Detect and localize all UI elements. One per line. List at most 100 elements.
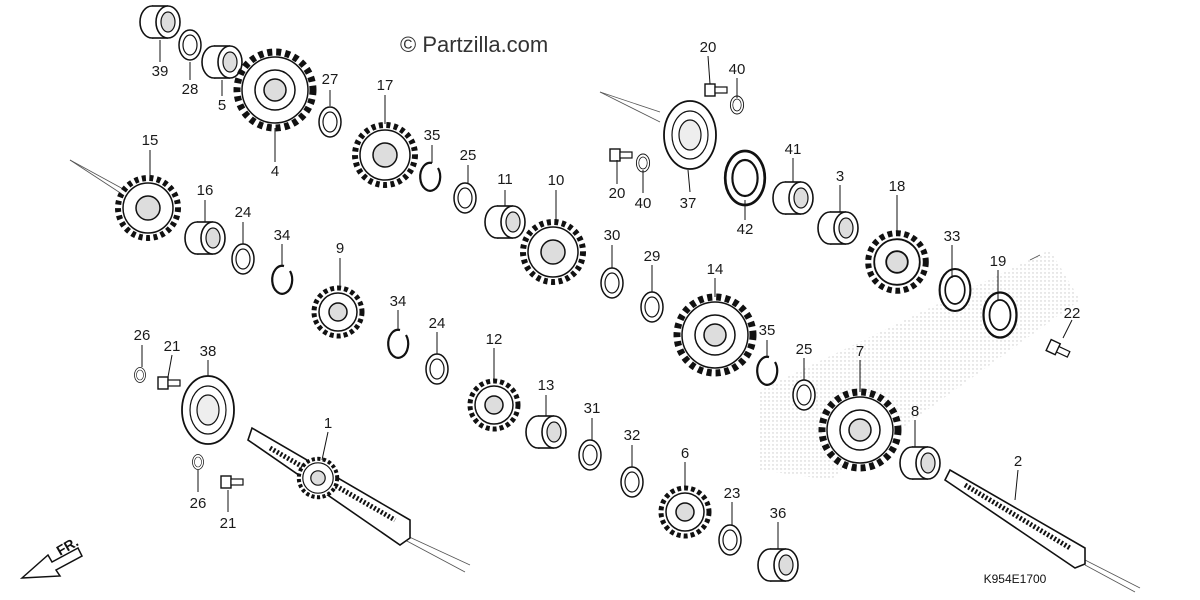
callout-10[interactable]: 10 bbox=[548, 172, 565, 189]
part-2-countershaft bbox=[943, 468, 1086, 569]
callout-42[interactable]: 42 bbox=[737, 221, 754, 238]
callout-20a[interactable]: 20 bbox=[700, 39, 717, 56]
callout-7[interactable]: 7 bbox=[856, 343, 864, 360]
part-42-seal bbox=[723, 149, 767, 207]
part-37-bearing bbox=[663, 100, 717, 170]
callout-2[interactable]: 2 bbox=[1014, 453, 1022, 470]
callout-11[interactable]: 11 bbox=[497, 171, 513, 188]
part-41-bush bbox=[772, 181, 814, 215]
callout-18[interactable]: 18 bbox=[889, 178, 906, 195]
callout-34b[interactable]: 34 bbox=[390, 293, 407, 310]
callout-27[interactable]: 27 bbox=[322, 71, 339, 88]
part-15-gear bbox=[118, 178, 178, 238]
part-19-washer bbox=[982, 291, 1018, 339]
callout-14[interactable]: 14 bbox=[707, 261, 724, 278]
part-13-bush bbox=[525, 415, 567, 449]
part-28-washer bbox=[178, 29, 202, 61]
callout-25a[interactable]: 25 bbox=[460, 147, 477, 164]
callout-40a[interactable]: 40 bbox=[729, 61, 746, 78]
part-35b-clip bbox=[756, 355, 779, 386]
part-22-bolt bbox=[1045, 338, 1072, 361]
callout-20b[interactable]: 20 bbox=[609, 185, 626, 202]
callout-41[interactable]: 41 bbox=[785, 141, 802, 158]
callout-21a[interactable]: 21 bbox=[164, 338, 181, 355]
callout-32[interactable]: 32 bbox=[624, 427, 641, 444]
callout-38[interactable]: 38 bbox=[200, 343, 217, 360]
part-31-washer bbox=[578, 439, 602, 471]
part-26a-plate bbox=[134, 367, 146, 383]
callout-8[interactable]: 8 bbox=[911, 403, 919, 420]
callout-19[interactable]: 19 bbox=[990, 253, 1007, 270]
callout-6[interactable]: 6 bbox=[681, 445, 689, 462]
part-21b-bolt bbox=[220, 475, 244, 489]
part-4-gear bbox=[237, 52, 313, 128]
part-12-gear bbox=[470, 381, 518, 429]
callout-39[interactable]: 39 bbox=[152, 63, 169, 80]
part-17-gear bbox=[355, 125, 415, 185]
part-25-washer bbox=[453, 182, 477, 214]
part-14-gear bbox=[677, 297, 753, 373]
part-25b-washer bbox=[792, 379, 816, 411]
front-direction-arrow bbox=[19, 546, 83, 579]
part-34b-clip bbox=[387, 328, 410, 359]
callout-21b[interactable]: 21 bbox=[220, 515, 237, 532]
callout-9[interactable]: 9 bbox=[336, 240, 344, 257]
part-21a-bolt bbox=[157, 376, 181, 390]
part-39-bearing bbox=[139, 5, 181, 39]
callout-36[interactable]: 36 bbox=[770, 505, 787, 522]
callout-13[interactable]: 13 bbox=[538, 377, 555, 394]
callout-24a[interactable]: 24 bbox=[235, 204, 252, 221]
callout-29[interactable]: 29 bbox=[644, 248, 661, 265]
part-11-bush bbox=[484, 205, 526, 239]
parts bbox=[19, 5, 1086, 582]
callout-16[interactable]: 16 bbox=[197, 182, 214, 199]
callout-22[interactable]: 22 bbox=[1064, 305, 1081, 322]
part-24a-washer bbox=[231, 243, 255, 275]
part-34a-clip bbox=[271, 264, 294, 295]
part-20b-bolt bbox=[609, 148, 633, 162]
part-3-bush bbox=[817, 211, 859, 245]
part-8-bush bbox=[899, 446, 941, 480]
part-35-clip bbox=[419, 161, 442, 192]
callout-28[interactable]: 28 bbox=[182, 81, 199, 98]
part-32-washer bbox=[620, 466, 644, 498]
callout-17[interactable]: 17 bbox=[377, 77, 394, 94]
part-33-plate bbox=[938, 267, 972, 313]
callout-35b[interactable]: 35 bbox=[759, 322, 776, 339]
callout-26b[interactable]: 26 bbox=[190, 495, 207, 512]
leader-lines bbox=[141, 40, 1073, 549]
part-40b-plate bbox=[635, 153, 651, 173]
callout-31[interactable]: 31 bbox=[584, 400, 601, 417]
callout-23[interactable]: 23 bbox=[724, 485, 741, 502]
callout-3[interactable]: 3 bbox=[836, 168, 844, 185]
callout-15[interactable]: 15 bbox=[142, 132, 159, 149]
callout-5[interactable]: 5 bbox=[218, 97, 226, 114]
background-logo-pattern bbox=[760, 250, 1080, 480]
callout-33[interactable]: 33 bbox=[944, 228, 961, 245]
part-38-bearing bbox=[181, 375, 235, 445]
callout-25b[interactable]: 25 bbox=[796, 341, 813, 358]
callouts: 39 28 5 4 27 17 35 25 11 10 15 16 24 34 … bbox=[134, 39, 1081, 532]
part-36-bearing bbox=[757, 548, 799, 582]
callout-34a[interactable]: 34 bbox=[274, 227, 291, 244]
callout-12[interactable]: 12 bbox=[486, 331, 503, 348]
part-16-bush bbox=[184, 221, 226, 255]
callout-37[interactable]: 37 bbox=[680, 195, 697, 212]
callout-30[interactable]: 30 bbox=[604, 227, 621, 244]
part-7-gear bbox=[822, 392, 898, 468]
axis-guides bbox=[69, 91, 1141, 593]
part-23-washer bbox=[718, 524, 742, 556]
callout-4[interactable]: 4 bbox=[271, 163, 279, 180]
part-26b-plate bbox=[192, 454, 204, 470]
callout-40b[interactable]: 40 bbox=[635, 195, 652, 212]
part-29-washer bbox=[640, 291, 664, 323]
callout-26a[interactable]: 26 bbox=[134, 327, 151, 344]
callout-35a[interactable]: 35 bbox=[424, 127, 441, 144]
part-20a-bolt bbox=[704, 83, 728, 97]
part-30-washer bbox=[600, 267, 624, 299]
callout-24b[interactable]: 24 bbox=[429, 315, 446, 332]
part-9-gear bbox=[314, 288, 362, 336]
part-6-gear bbox=[661, 488, 709, 536]
part-18-sprocket bbox=[868, 233, 926, 291]
callout-1[interactable]: 1 bbox=[324, 415, 332, 432]
